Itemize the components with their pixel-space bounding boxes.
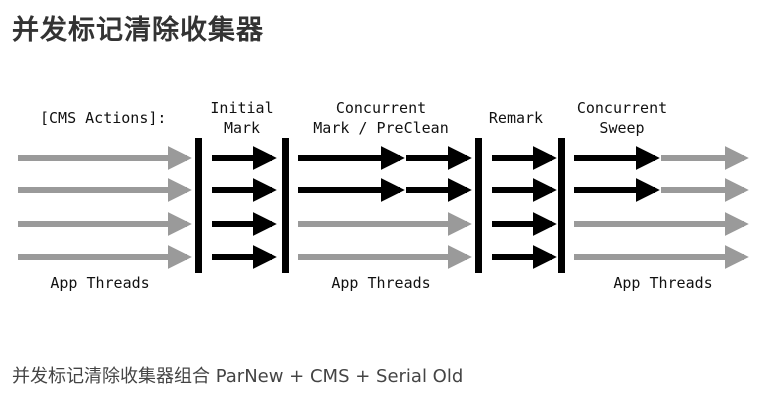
barrier-remark-end [558, 138, 565, 273]
app-threads-label-middle: App Threads [331, 274, 430, 292]
phase-initial-mark-line2: Mark [224, 119, 260, 137]
phase-remark-label: Remark [489, 109, 543, 127]
barrier-initial-mark-start [195, 138, 202, 273]
phase-initial-mark-line1: Initial [210, 99, 273, 117]
cms-phase-diagram: [CMS Actions]: Initial Mark Concurrent M… [18, 99, 749, 292]
phase-concurrent-sweep-line1: Concurrent [577, 99, 667, 117]
page-title: 并发标记清除收集器 [12, 15, 264, 46]
caption: 并发标记清除收集器组合 ParNew + CMS + Serial Old [12, 366, 464, 387]
phase-concurrent-mark-line2: Mark / PreClean [313, 119, 448, 137]
app-threads-label-right: App Threads [613, 274, 712, 292]
barrier-remark-start [475, 138, 482, 273]
phase-concurrent-mark-line1: Concurrent [336, 99, 426, 117]
barrier-initial-mark-end [282, 138, 289, 273]
cms-actions-label: [CMS Actions]: [40, 109, 166, 127]
app-threads-label-left: App Threads [50, 274, 149, 292]
phase-concurrent-sweep-line2: Sweep [599, 119, 644, 137]
